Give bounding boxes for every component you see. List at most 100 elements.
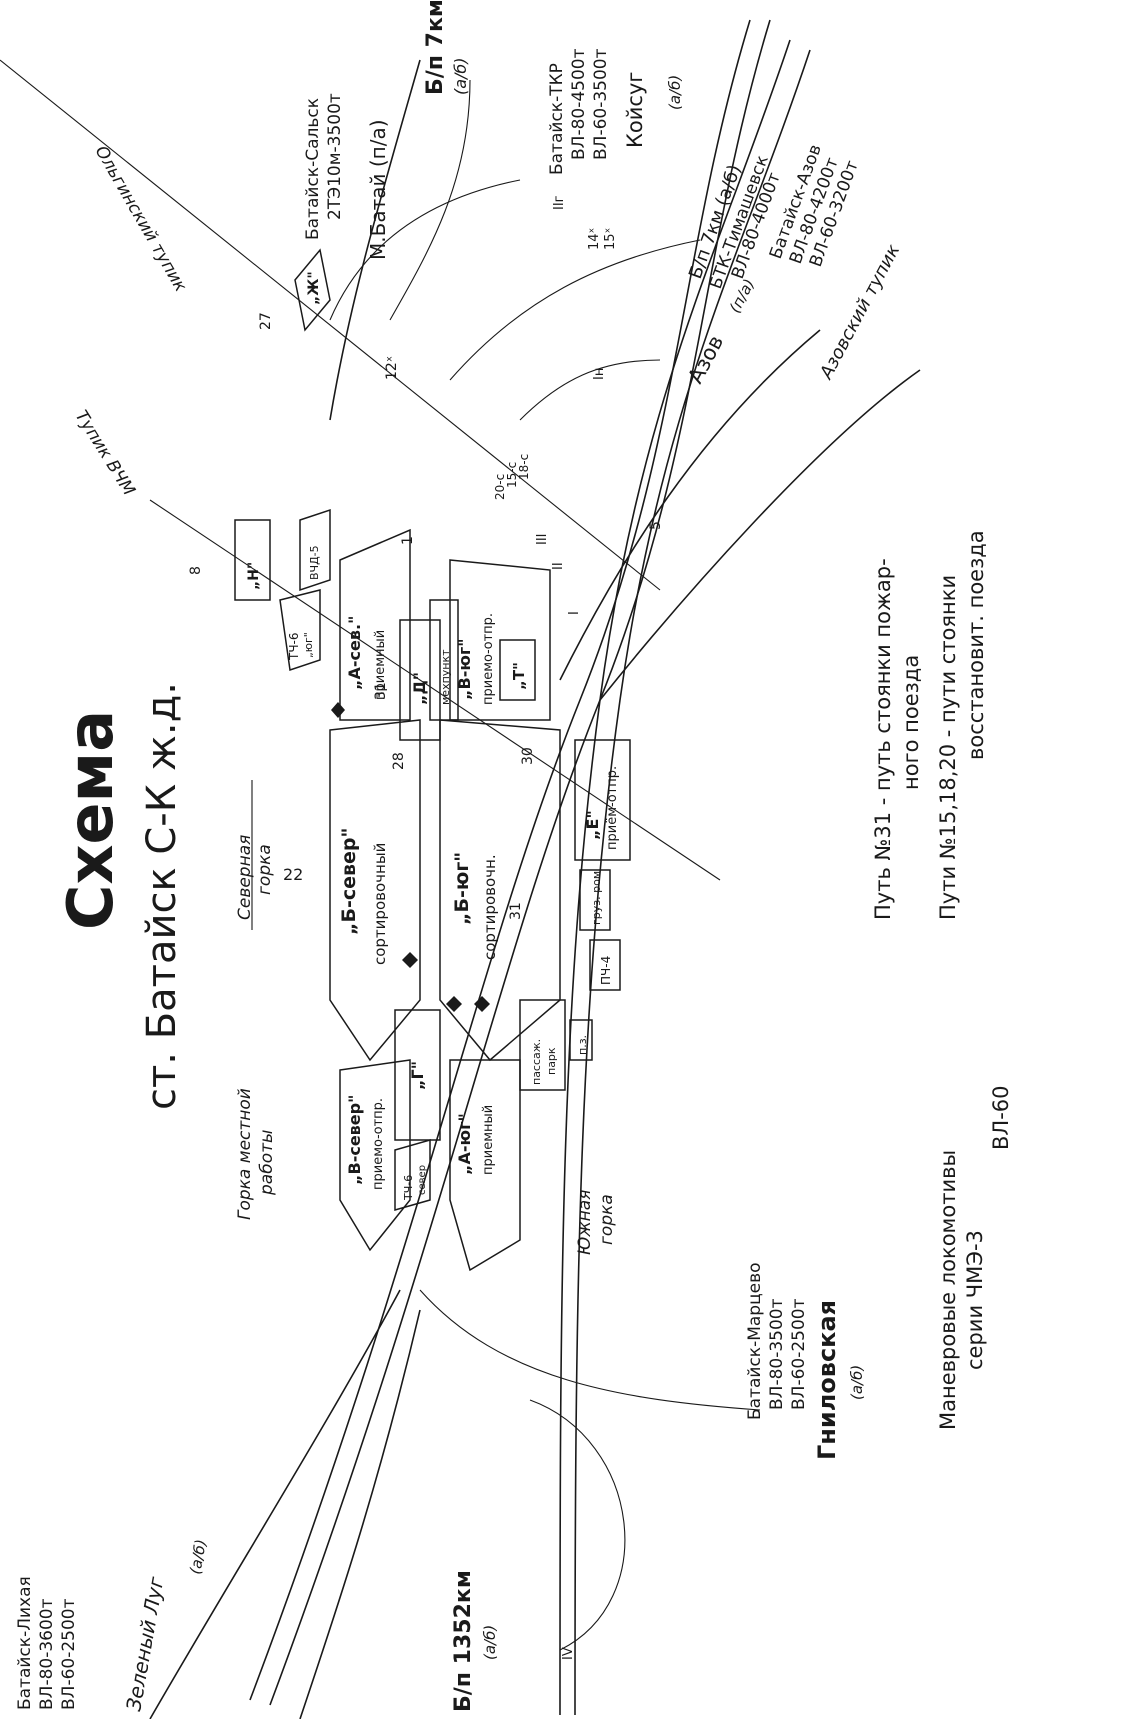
koysug-label: Койсуг xyxy=(623,72,647,148)
pz-label: п.з. xyxy=(576,1035,589,1055)
track-27: 27 xyxy=(258,312,274,330)
local-hump-sub: работы xyxy=(257,1130,277,1196)
v-sever-label: „В-север" xyxy=(345,1095,364,1185)
note-shunting-line2: серии ЧМЭ-3 xyxy=(963,1230,987,1370)
main-line-b xyxy=(269,19,771,1706)
zeleny-ab: (а/б) xyxy=(186,1538,210,1576)
track-12: 12ˣ xyxy=(384,356,400,380)
bp1352-label: Б/п 1352км xyxy=(451,1570,476,1712)
track-31a: 31 xyxy=(373,682,389,700)
azov-ab: (п/а) xyxy=(726,276,759,316)
track-14x: 14ˣ xyxy=(587,227,602,250)
north-connector xyxy=(449,239,701,381)
park-n xyxy=(234,519,271,601)
note-15-line2: восстановит. поезда xyxy=(964,530,988,760)
track-20: 20-с xyxy=(493,474,507,500)
m-batay-line xyxy=(389,79,471,321)
title-main: Схема xyxy=(54,710,127,930)
tch6-yug-box xyxy=(279,589,321,671)
tkr-sub2: ВЛ-60-3500т xyxy=(591,48,611,160)
track-15: 15-с xyxy=(505,462,519,488)
mekhpunkt-box xyxy=(429,599,459,721)
mekhpunkt-label: мехпункт xyxy=(439,649,452,705)
gruz-label: груз. ром xyxy=(590,871,603,925)
tkr-label: Батайск-ТКР xyxy=(547,63,567,175)
park-a-yug xyxy=(449,1059,521,1272)
parks xyxy=(234,248,631,1272)
north-hump-sub: горка xyxy=(255,844,275,895)
track-22: 22 xyxy=(283,865,303,884)
main-line-d xyxy=(574,49,811,1716)
tch6-sever-box xyxy=(394,1139,431,1211)
local-hump-label: Горка местной xyxy=(235,1088,255,1220)
park-d xyxy=(399,619,441,741)
hump-diamond-1 xyxy=(402,952,418,968)
n-label: „Н" xyxy=(246,562,262,590)
roman-2: II xyxy=(551,562,566,570)
martsevo-sub1: ВЛ-80-3500т xyxy=(767,1298,787,1410)
note-15-line1: Пути №15,18,20 - пути стоянки xyxy=(936,575,960,920)
v-sever-sub: приемо-отпр. xyxy=(371,1098,386,1190)
e-label: „Е" xyxy=(583,810,602,840)
park-b-yug xyxy=(439,719,561,1062)
hump-diamond-4 xyxy=(331,702,345,718)
likhaya-label: Батайск-Лихая xyxy=(15,1576,35,1710)
note-31-line2: ного поезда xyxy=(899,655,923,790)
track-5: 5 xyxy=(648,521,664,530)
vchd5-label: ВЧД-5 xyxy=(308,545,321,580)
gruz-box xyxy=(579,869,611,931)
pch4-box xyxy=(589,939,621,991)
gnilovskaya-ab: (а/б) xyxy=(848,1365,866,1400)
park-v-sever xyxy=(339,1059,411,1252)
azov-label: Азов xyxy=(683,331,728,387)
d-label: „Д" xyxy=(410,672,429,705)
vchm-label: Тупик ВЧМ xyxy=(71,407,139,500)
pch4-label: ПЧ-4 xyxy=(599,956,613,985)
loop-line xyxy=(529,1399,626,1651)
azovskiy-label: Азовский тупик xyxy=(815,241,904,383)
park-zh xyxy=(294,248,331,332)
vchd5-box xyxy=(299,508,331,592)
south-hump-sub: горка xyxy=(597,1194,617,1245)
hump-diamond-2 xyxy=(446,996,462,1012)
zh-label: „Ж" xyxy=(306,271,322,305)
zeleny-label: Зеленый Луг xyxy=(121,1574,168,1712)
south-hump-label: Южная xyxy=(575,1190,595,1255)
passazh-sub: парк xyxy=(545,1047,558,1075)
roman-1: I xyxy=(567,611,582,615)
koysug-ab: (а/б) xyxy=(666,75,684,110)
vchm-track xyxy=(149,499,721,881)
bp1352-ab: (а/б) xyxy=(481,1625,499,1660)
park-g xyxy=(394,1009,441,1141)
b-yug-sub: сортировочн. xyxy=(481,854,499,960)
likhaya-sub2: ВЛ-60-2500т xyxy=(59,1598,79,1710)
track-28: 28 xyxy=(391,752,407,770)
park-a-sev xyxy=(339,528,411,721)
track-30: 30 xyxy=(520,747,536,765)
main-line-c xyxy=(559,39,791,1716)
track-18: 18-с xyxy=(517,454,531,480)
m-batay-label: М.Батай (п/а) xyxy=(366,119,390,260)
olginskiy-label: Ольгинский тупик xyxy=(91,143,191,296)
roman-1h: Iн xyxy=(592,368,607,380)
north-hump-label: Северная xyxy=(235,835,255,920)
note-shunting-line1: Маневровые локомотивы xyxy=(936,1150,960,1430)
passazh-label: пассаж. xyxy=(530,1039,543,1085)
t-label: „Т" xyxy=(510,662,528,690)
likhaya-line xyxy=(149,1289,401,1719)
salsk-sub: 2ТЭ10м-3500т xyxy=(325,93,345,220)
salsk-line xyxy=(329,59,421,421)
park-t xyxy=(499,639,536,701)
tch6-sever-label: ТЧ-6 xyxy=(402,1175,415,1201)
main-line-a xyxy=(249,19,751,1701)
azov-tupik-line xyxy=(599,369,921,701)
azov-line xyxy=(559,329,821,681)
zeleny-line xyxy=(299,1309,421,1719)
track-31b: 31 xyxy=(508,902,524,920)
track-1: 1 xyxy=(400,536,416,545)
roman-2g: IIг xyxy=(552,195,567,210)
a-sev-sub: приемный xyxy=(373,630,388,700)
g-label: „Г" xyxy=(408,1061,427,1090)
